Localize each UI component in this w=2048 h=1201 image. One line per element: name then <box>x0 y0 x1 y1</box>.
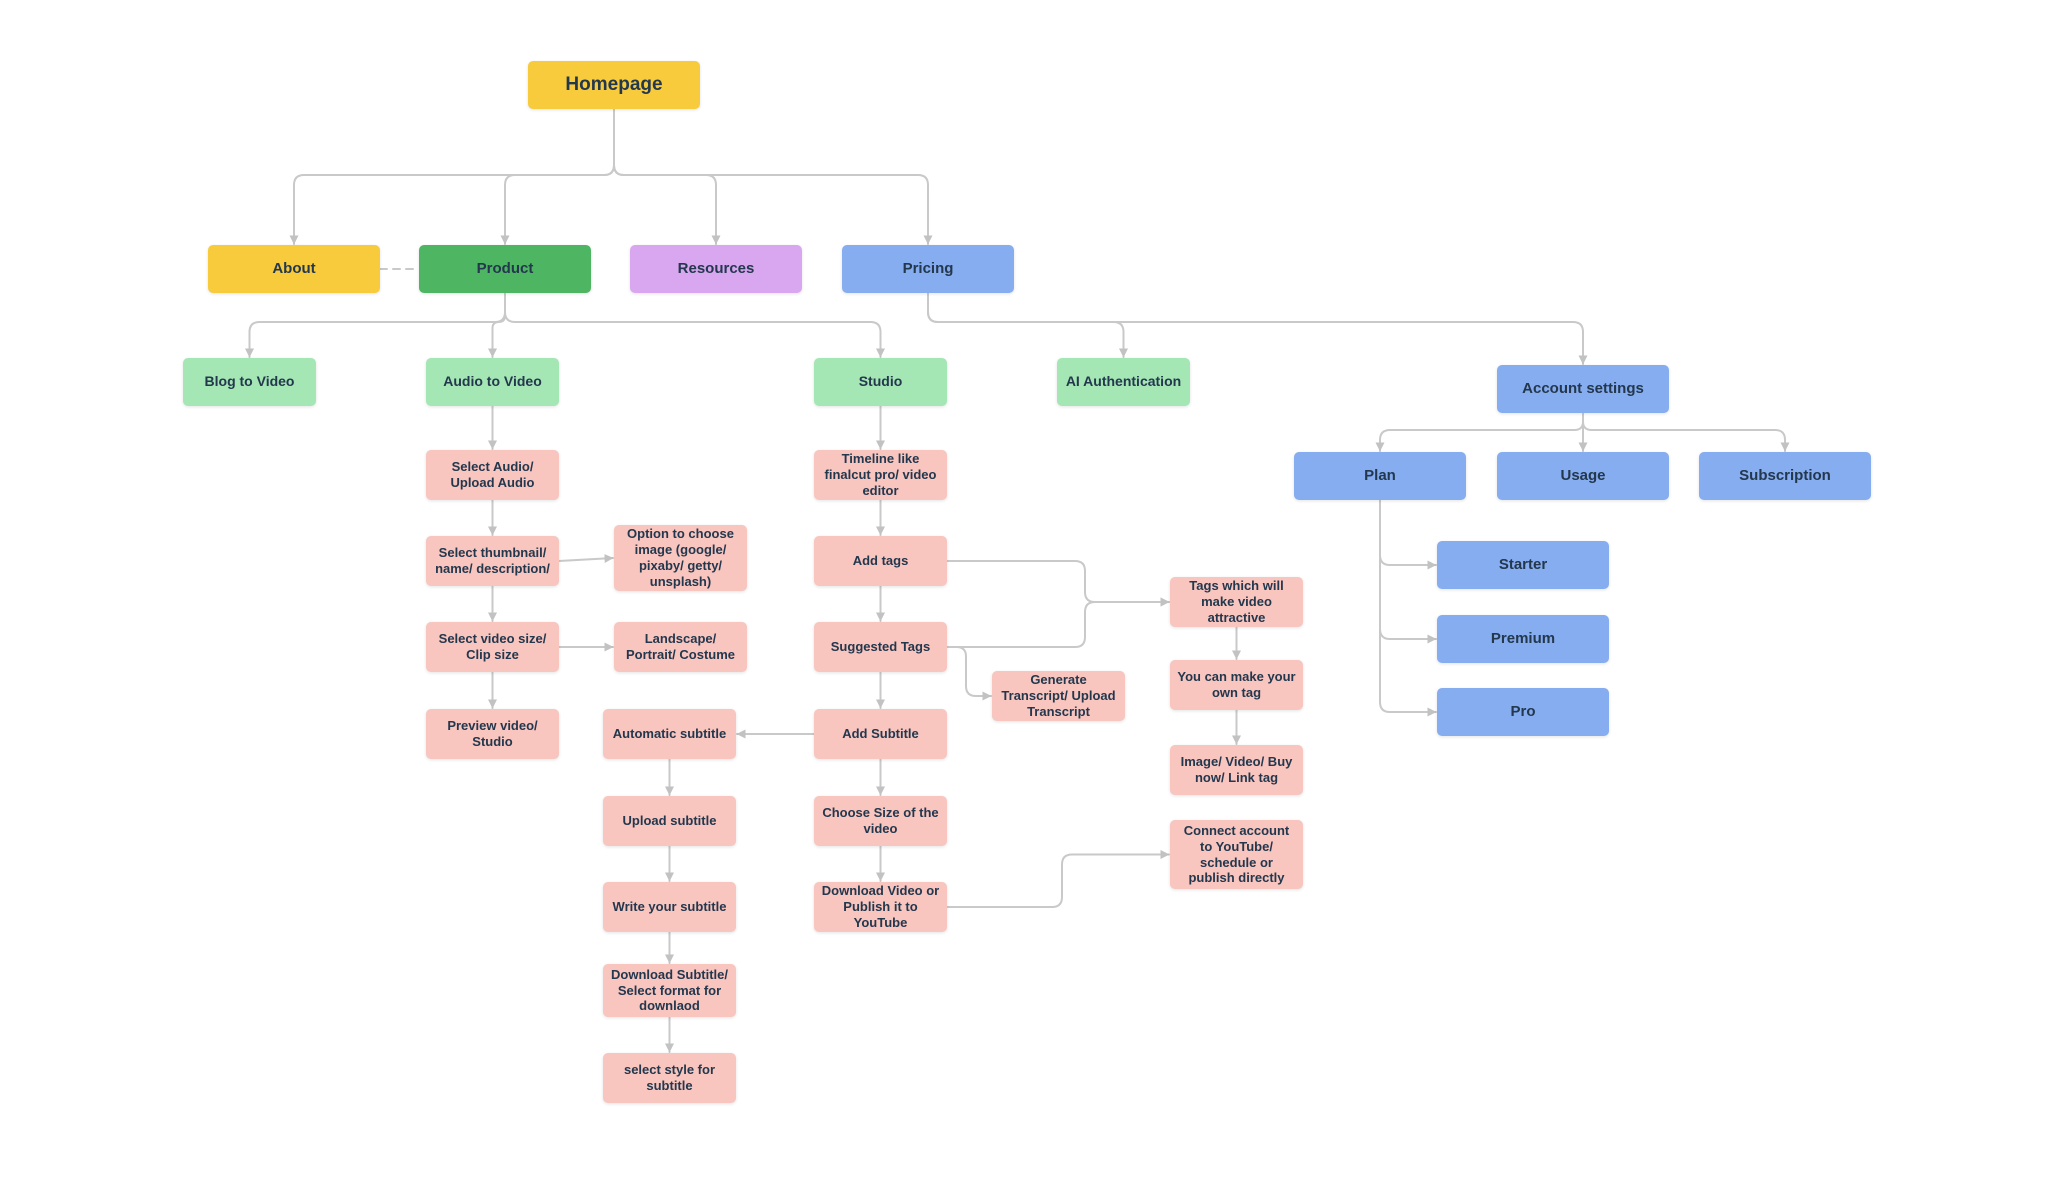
node-select-style[interactable]: select style for subtitle <box>603 1053 736 1103</box>
node-pricing[interactable]: Pricing <box>842 245 1014 293</box>
node-image-video-tag[interactable]: Image/ Video/ Buy now/ Link tag <box>1170 745 1303 795</box>
node-premium[interactable]: Premium <box>1437 615 1609 663</box>
node-ai-auth[interactable]: AI Authentication <box>1057 358 1190 406</box>
node-usage[interactable]: Usage <box>1497 452 1669 500</box>
node-write-subtitle[interactable]: Write your subtitle <box>603 882 736 932</box>
node-preview[interactable]: Preview video/ Studio <box>426 709 559 759</box>
node-about[interactable]: About <box>208 245 380 293</box>
node-select-thumbnail[interactable]: Select thumbnail/ name/ description/ <box>426 536 559 586</box>
node-select-audio[interactable]: Select Audio/ Upload Audio <box>426 450 559 500</box>
node-studio[interactable]: Studio <box>814 358 947 406</box>
node-automatic-subtitle[interactable]: Automatic subtitle <box>603 709 736 759</box>
node-landscape[interactable]: Landscape/ Portrait/ Costume <box>614 622 747 672</box>
node-connect-account[interactable]: Connect account to YouTube/ schedule or … <box>1170 820 1303 889</box>
node-account-settings[interactable]: Account settings <box>1497 365 1669 413</box>
node-subscription[interactable]: Subscription <box>1699 452 1871 500</box>
node-homepage[interactable]: Homepage <box>528 61 700 109</box>
node-plan[interactable]: Plan <box>1294 452 1466 500</box>
node-add-subtitle[interactable]: Add Subtitle <box>814 709 947 759</box>
node-blog-to-video[interactable]: Blog to Video <box>183 358 316 406</box>
node-upload-subtitle[interactable]: Upload subtitle <box>603 796 736 846</box>
node-generate-transcript[interactable]: Generate Transcript/ Upload Transcript <box>992 671 1125 721</box>
node-pro[interactable]: Pro <box>1437 688 1609 736</box>
node-timeline[interactable]: Timeline like finalcut pro/ video editor <box>814 450 947 500</box>
node-option-image[interactable]: Option to choose image (google/ pixaby/ … <box>614 525 747 591</box>
node-suggested-tags[interactable]: Suggested Tags <box>814 622 947 672</box>
node-download-subtitle[interactable]: Download Subtitle/ Select format for dow… <box>603 964 736 1017</box>
node-add-tags[interactable]: Add tags <box>814 536 947 586</box>
node-select-size[interactable]: Select video size/ Clip size <box>426 622 559 672</box>
node-resources[interactable]: Resources <box>630 245 802 293</box>
node-audio-to-video[interactable]: Audio to Video <box>426 358 559 406</box>
node-starter[interactable]: Starter <box>1437 541 1609 589</box>
node-download-video[interactable]: Download Video or Publish it to YouTube <box>814 882 947 932</box>
node-own-tag[interactable]: You can make your own tag <box>1170 660 1303 710</box>
node-tags-attractive[interactable]: Tags which will make video attractive <box>1170 577 1303 627</box>
node-choose-size[interactable]: Choose Size of the video <box>814 796 947 846</box>
node-product[interactable]: Product <box>419 245 591 293</box>
